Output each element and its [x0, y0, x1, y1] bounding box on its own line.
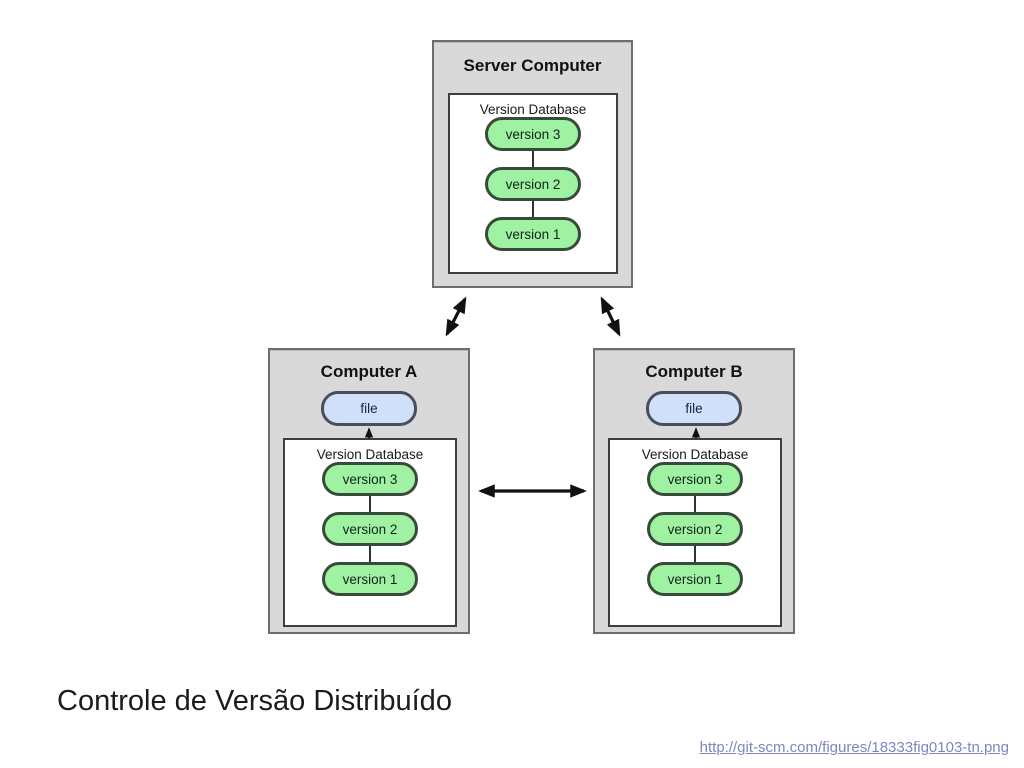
computer-a-version-database-box: Version Database version 3 version 2 ver… [283, 438, 457, 627]
server-version-database-box: Version Database version 3 version 2 ver… [448, 93, 618, 274]
server-computer-box: Server Computer Version Database version… [432, 40, 633, 288]
computer-a-file-pill: file [321, 391, 417, 426]
computer-a-version-1-pill: version 1 [322, 562, 418, 596]
version-connector-line [369, 546, 371, 562]
server-version-3-pill: version 3 [485, 117, 581, 151]
computer-a-version-2-pill: version 2 [322, 512, 418, 546]
computer-b-box: Computer B file Version Database version… [593, 348, 795, 634]
computer-b-title: Computer B [645, 362, 743, 381]
version-connector-line [694, 496, 696, 512]
computer-a-version-database-label: Version Database [316, 447, 424, 462]
server-version-2-pill: version 2 [485, 167, 581, 201]
server-version-1-pill: version 1 [485, 217, 581, 251]
computer-b-version-1-pill: version 1 [647, 562, 743, 596]
computer-a-version-3-pill: version 3 [322, 462, 418, 496]
version-connector-line [532, 151, 534, 167]
figure-source-link[interactable]: http://git-scm.com/figures/18333fig0103-… [699, 739, 1009, 756]
slide-caption: Controle de Versão Distribuído [57, 685, 452, 717]
bidirectional-arrow-server-computer-b [600, 296, 621, 337]
version-connector-line [694, 546, 696, 562]
computer-b-version-database-label: Version Database [641, 447, 749, 462]
server-version-database-label: Version Database [479, 102, 587, 117]
computer-a-box: Computer A file Version Database version… [268, 348, 470, 634]
computer-b-version-database-box: Version Database version 3 version 2 ver… [608, 438, 782, 627]
bidirectional-arrow-server-computer-a [445, 296, 467, 337]
version-connector-line [369, 496, 371, 512]
computer-b-version-3-pill: version 3 [647, 462, 743, 496]
server-computer-title: Server Computer [463, 56, 602, 75]
version-connector-line [532, 201, 534, 217]
computer-a-title: Computer A [320, 362, 418, 381]
computer-b-version-2-pill: version 2 [647, 512, 743, 546]
computer-b-file-pill: file [646, 391, 742, 426]
